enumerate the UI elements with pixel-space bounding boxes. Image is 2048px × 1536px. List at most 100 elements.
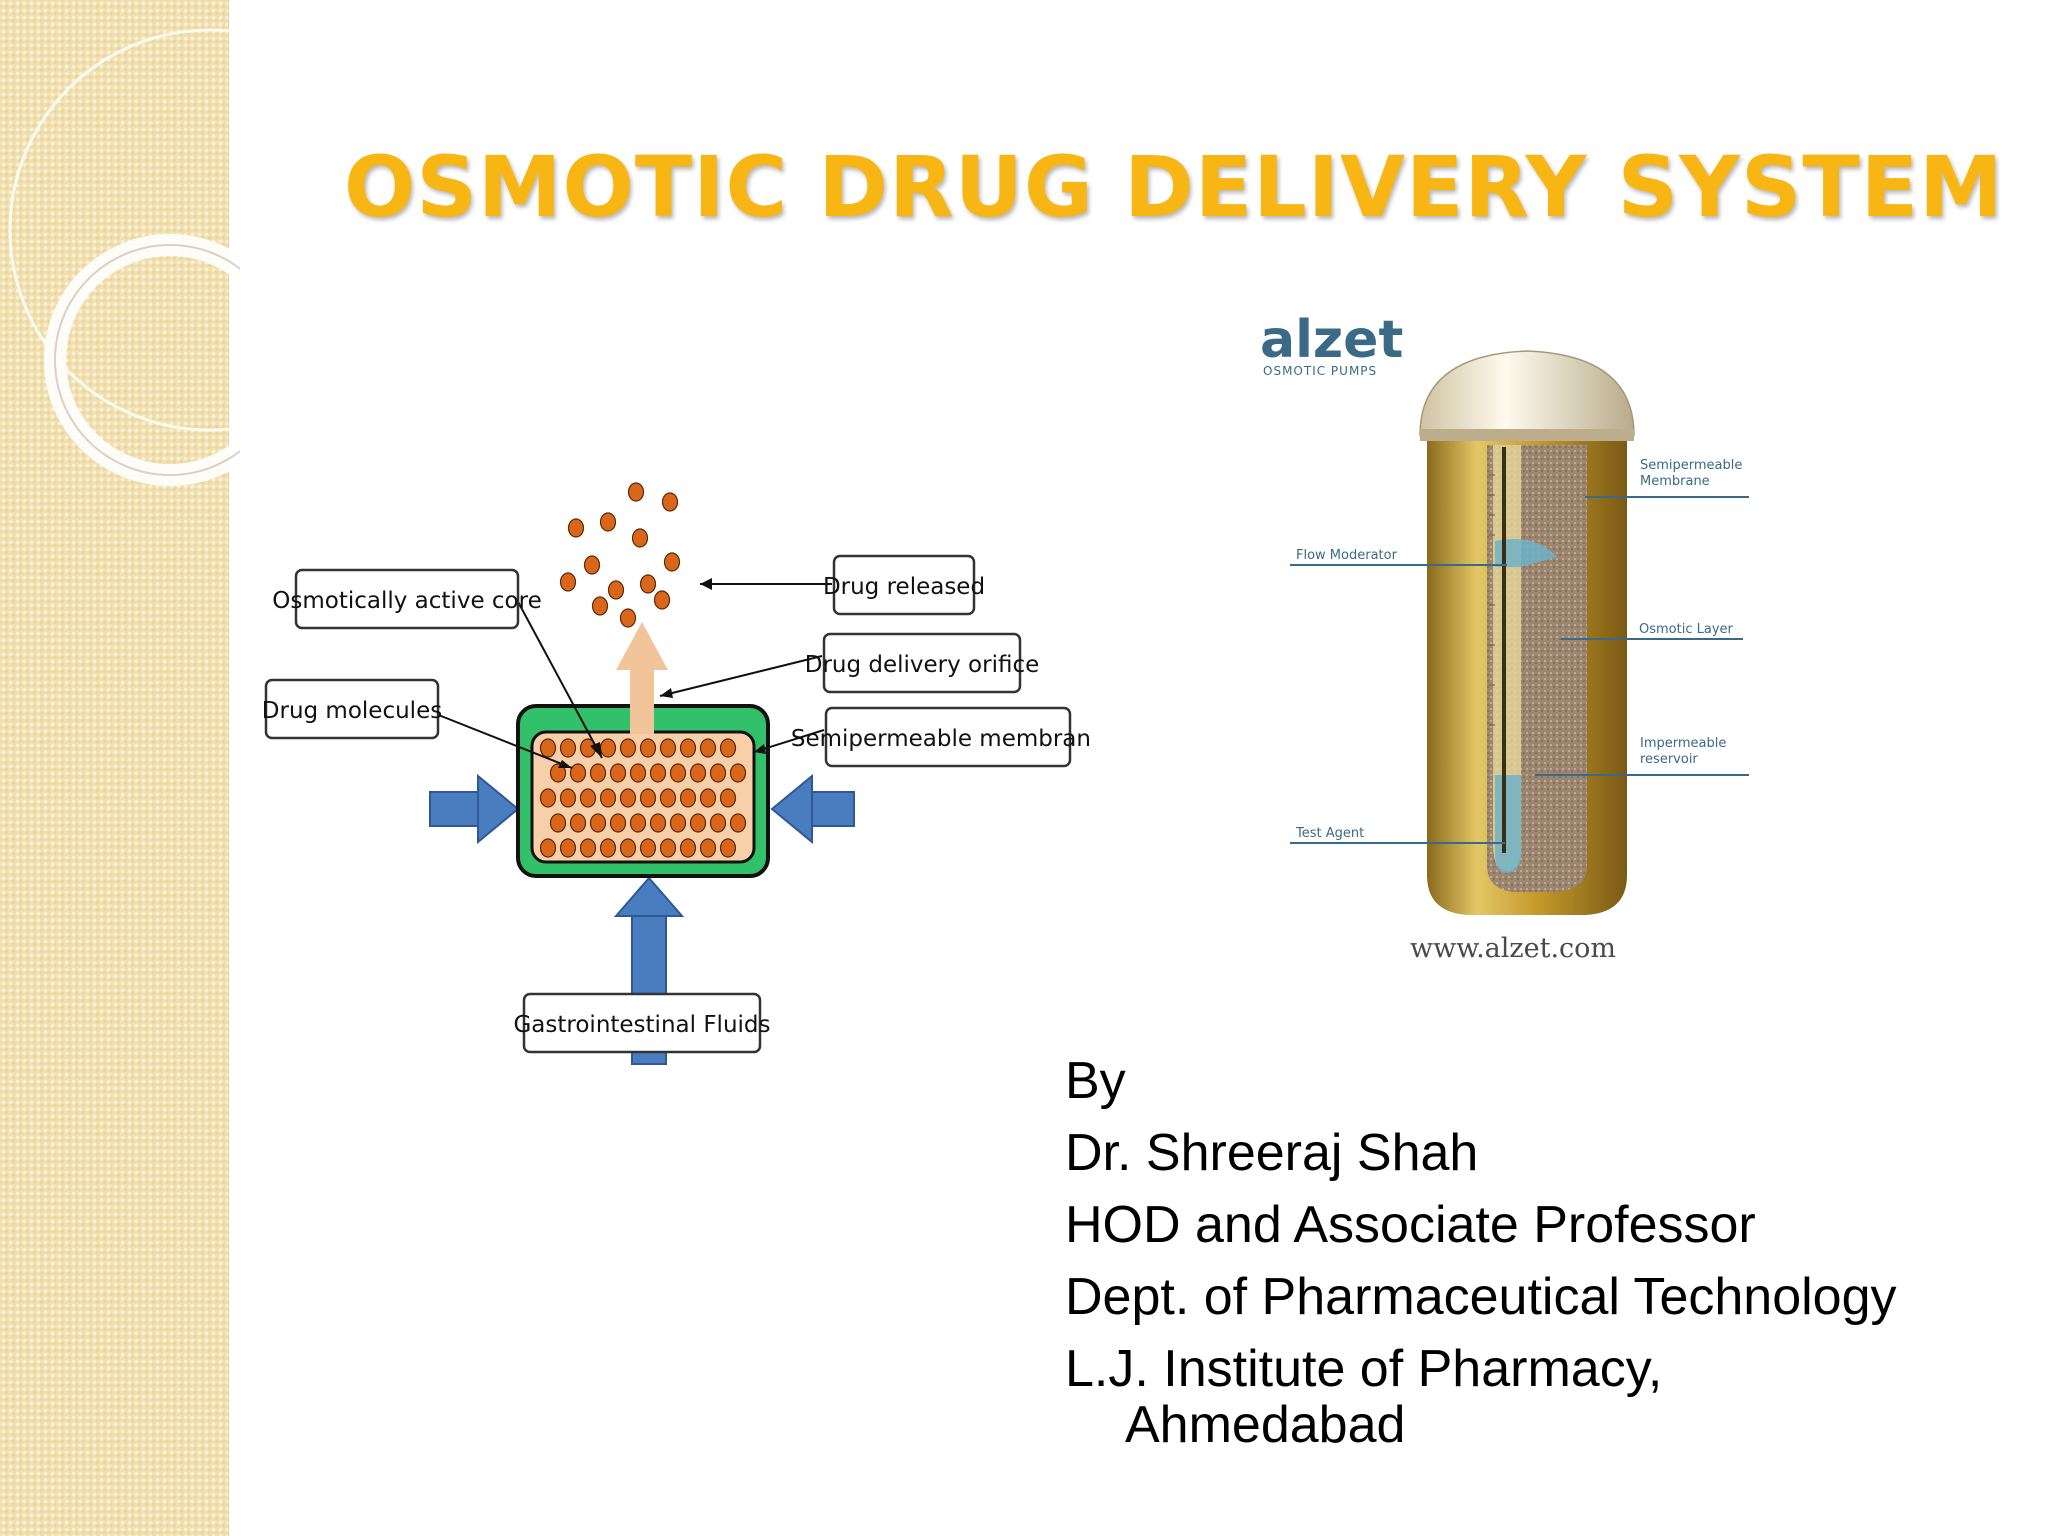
- drug-molecule: [589, 763, 607, 783]
- released-drug-particle: [591, 596, 609, 616]
- drug-molecule: [569, 763, 587, 783]
- byline-institute: L.J. Institute of Pharmacy,: [1065, 1340, 1663, 1398]
- drug-molecule: [629, 813, 647, 833]
- drug-molecule: [669, 763, 687, 783]
- drug-molecule: [539, 738, 557, 758]
- drug-molecule: [649, 813, 667, 833]
- released-drug-particles: [559, 482, 681, 628]
- svg-text:Drug delivery orifice: Drug delivery orifice: [805, 652, 1040, 678]
- drug-molecule: [679, 838, 697, 858]
- drug-molecule: [699, 838, 717, 858]
- pump-callout-lines: [1290, 496, 1749, 844]
- released-drug-particle: [567, 518, 585, 538]
- drug-molecule: [709, 813, 727, 833]
- drug-molecule: [679, 738, 697, 758]
- pump-cap: [1419, 350, 1635, 436]
- released-drug-particle: [619, 608, 637, 628]
- released-drug-particle: [639, 574, 657, 594]
- drug-molecule: [599, 788, 617, 808]
- byline-department: Dept. of Pharmaceutical Technology: [1065, 1268, 1897, 1326]
- drug-molecule: [699, 738, 717, 758]
- drug-molecule: [669, 813, 687, 833]
- pump-label-impermeable-1: Impermeable: [1640, 736, 1726, 751]
- alzet-logo-subtitle: OSMOTIC PUMPS: [1263, 364, 1377, 378]
- svg-text:Drug released: Drug released: [823, 574, 985, 600]
- drug-molecule: [539, 838, 557, 858]
- pump-label-osmotic-layer: Osmotic Layer: [1639, 622, 1734, 637]
- drug-molecule: [579, 838, 597, 858]
- decorative-rings: [8, 28, 240, 486]
- released-drug-particle: [599, 512, 617, 532]
- drug-molecule: [719, 838, 737, 858]
- drug-molecule: [579, 788, 597, 808]
- drug-molecule: [569, 813, 587, 833]
- drug-molecule: [719, 738, 737, 758]
- drug-molecule: [619, 788, 637, 808]
- pump-label-semipermeable-2: Membrane: [1640, 474, 1710, 489]
- drug-molecule: [629, 763, 647, 783]
- label-drug-released: Drug released: [823, 554, 985, 616]
- drug-molecule: [639, 738, 657, 758]
- drug-molecule: [619, 838, 637, 858]
- svg-text:Drug molecules: Drug molecules: [262, 698, 442, 724]
- label-gastrointestinal-fluids: Gastrointestinal Fluids: [513, 992, 771, 1054]
- released-drug-particle: [583, 555, 601, 575]
- byline-city: Ahmedabad: [1125, 1396, 1406, 1454]
- drug-molecule: [599, 738, 617, 758]
- drug-molecule: [609, 813, 627, 833]
- drug-molecule: [649, 763, 667, 783]
- flow-moderator-head: [1495, 539, 1557, 567]
- drug-molecule: [699, 788, 717, 808]
- byline-by: By: [1065, 1052, 1126, 1110]
- svg-text:Gastrointestinal Fluids: Gastrointestinal Fluids: [513, 1012, 770, 1038]
- drug-molecule: [589, 813, 607, 833]
- osmotic-tablet-diagram: Osmotically active core Drug molecules D…: [262, 482, 1090, 1065]
- alzet-website: www.alzet.com: [1410, 933, 1616, 964]
- callout-arrowheads: [558, 578, 766, 768]
- released-drug-particle: [559, 572, 577, 592]
- drug-molecule: [679, 788, 697, 808]
- drug-molecule: [599, 838, 617, 858]
- drug-molecule: [559, 738, 577, 758]
- drug-molecule: [619, 738, 637, 758]
- fluid-inflow-arrow-left: [429, 773, 520, 845]
- label-drug-molecules: Drug molecules: [262, 678, 442, 740]
- pump-label-impermeable-2: reservoir: [1640, 752, 1698, 767]
- drug-molecule: [689, 813, 707, 833]
- drug-molecule: [559, 788, 577, 808]
- drug-molecule: [549, 763, 567, 783]
- drug-molecule: [709, 763, 727, 783]
- drug-molecule: [639, 788, 657, 808]
- pump-label-flow-moderator: Flow Moderator: [1296, 548, 1398, 563]
- callout-lines: [435, 583, 832, 769]
- drug-molecule-grid: [539, 738, 747, 858]
- svg-text:Osmotically active core: Osmotically active core: [272, 588, 541, 614]
- pump-label-test-agent: Test Agent: [1295, 826, 1364, 841]
- pump-label-semipermeable-1: Semipermeable: [1640, 458, 1742, 473]
- alzet-pump-illustration: alzet OSMOTIC PUMPS Semipermeable Membra…: [1260, 310, 1749, 964]
- label-drug-delivery-orifice: Drug delivery orifice: [805, 632, 1040, 694]
- released-drug-particle: [631, 528, 649, 548]
- drug-molecule: [659, 838, 677, 858]
- drug-molecule: [639, 838, 657, 858]
- drug-molecule: [609, 763, 627, 783]
- drug-molecule: [659, 788, 677, 808]
- drug-molecule: [719, 788, 737, 808]
- drug-molecule: [539, 788, 557, 808]
- drug-molecule: [689, 763, 707, 783]
- released-drug-particle: [627, 482, 645, 502]
- drug-molecule: [729, 763, 747, 783]
- byline-position: HOD and Associate Professor: [1065, 1196, 1756, 1254]
- released-drug-particle: [663, 552, 681, 572]
- author-byline: By Dr. Shreeraj Shah HOD and Associate P…: [1065, 1045, 2025, 1453]
- slide-title: OSMOTIC DRUG DELIVERY SYSTEM: [344, 138, 2004, 236]
- drug-molecule: [549, 813, 567, 833]
- label-osmotically-active-core: Osmotically active core: [272, 568, 542, 630]
- drug-molecule: [559, 838, 577, 858]
- drug-release-arrow: [616, 622, 668, 734]
- byline-name: Dr. Shreeraj Shah: [1065, 1124, 1479, 1182]
- released-drug-particle: [661, 492, 679, 512]
- label-semipermeable-membrane: Semipermeable membrane: [791, 706, 1090, 768]
- test-agent: [1495, 775, 1521, 873]
- released-drug-particle: [653, 590, 671, 610]
